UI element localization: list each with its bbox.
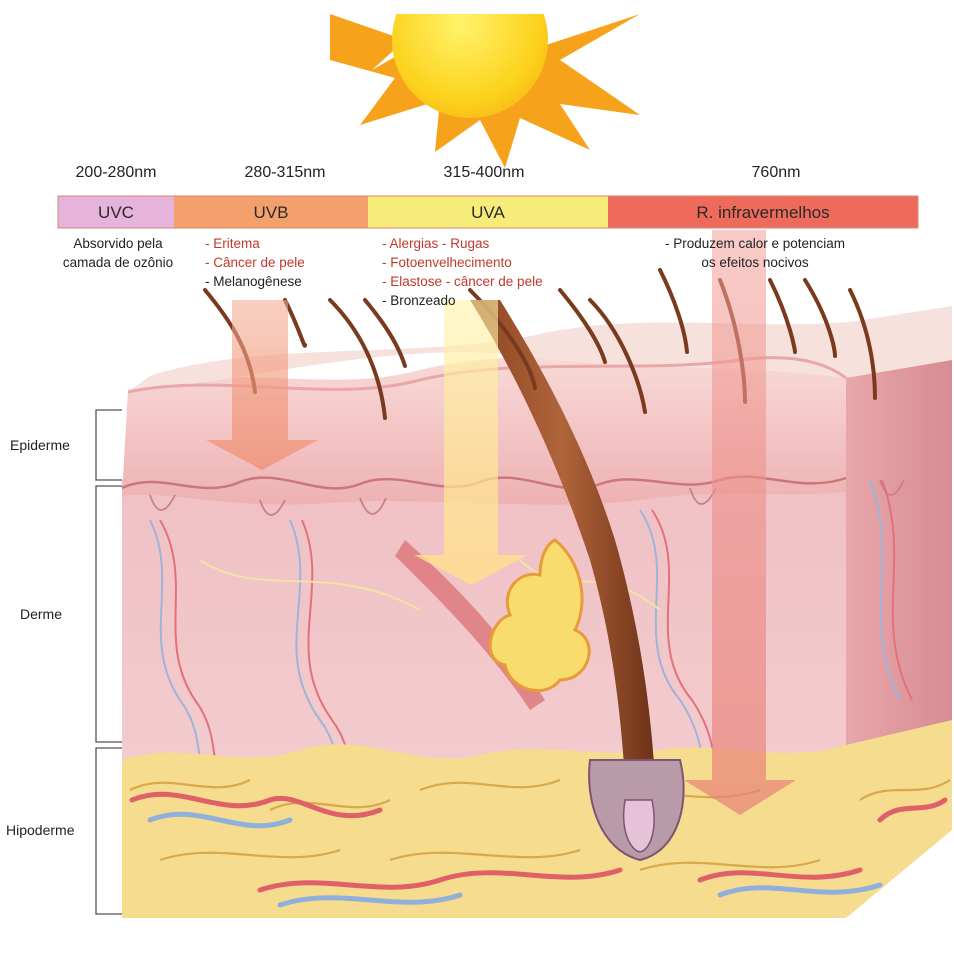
layer-hipoderme: Hipoderme (6, 822, 74, 838)
range-uvc: 200-280nm (46, 164, 186, 182)
layer-brackets (96, 410, 122, 914)
effect-uvc-line2: camada de ozônio (58, 253, 178, 272)
effect-ir-line1: - Produzem calor e potenciam (650, 234, 860, 253)
label-uvb: UVB (174, 198, 368, 228)
effect-uva-elastose: - Elastose - câncer de pele (382, 272, 543, 291)
label-uvc: UVC (58, 198, 174, 228)
effect-uvb-cancer: - Câncer de pele (205, 253, 305, 272)
effect-uvb-eritema: - Eritema (205, 234, 305, 253)
range-ir: 760nm (706, 164, 846, 182)
sun (0, 0, 954, 168)
layer-epiderme: Epiderme (10, 437, 70, 453)
effect-uvc-line1: Absorvido pela (58, 234, 178, 253)
effect-ir-line2: os efeitos nocivos (650, 253, 860, 272)
label-uva: UVA (368, 198, 608, 228)
layer-derme: Derme (20, 606, 62, 622)
label-ir: R. infravermelhos (608, 198, 918, 228)
effect-uva-bronzeado: - Bronzeado (382, 291, 543, 310)
range-uva: 315-400nm (414, 164, 554, 182)
effects-uva: - Alergias - Rugas - Fotoenvelhecimento … (382, 234, 543, 310)
effects-uvc: Absorvido pela camada de ozônio (58, 234, 178, 272)
effects-ir: - Produzem calor e potenciam os efeitos … (650, 234, 860, 272)
effect-uva-fotoenvelhecimento: - Fotoenvelhecimento (382, 253, 543, 272)
effects-uvb: - Eritema - Câncer de pele - Melanogênes… (205, 234, 305, 291)
effect-uva-alergias: - Alergias - Rugas (382, 234, 543, 253)
effect-uvb-melanogenese: - Melanogênese (205, 272, 305, 291)
range-uvb: 280-315nm (215, 164, 355, 182)
